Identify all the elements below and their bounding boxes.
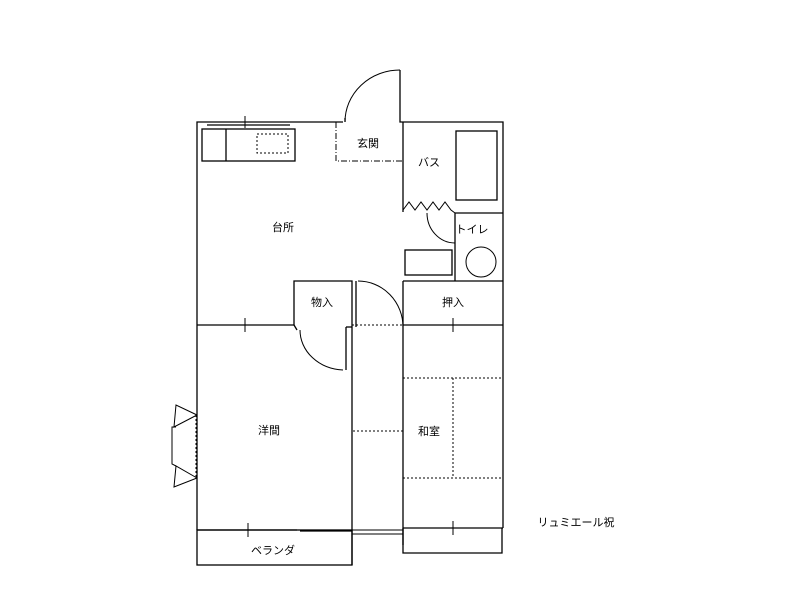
label-japanese-room: 和室 bbox=[418, 425, 440, 438]
caption: リュミエール祝 bbox=[537, 516, 615, 529]
entrance-door-swing bbox=[344, 69, 401, 123]
label-veranda: ベランダ bbox=[251, 544, 295, 557]
label-storage: 物入 bbox=[311, 296, 333, 309]
washbasin bbox=[404, 249, 453, 276]
toilet-door-swing bbox=[426, 212, 456, 244]
label-kitchen: 台所 bbox=[272, 221, 294, 234]
storage-door-swing bbox=[299, 329, 344, 371]
casement-window bbox=[171, 404, 198, 488]
hall-door-swing bbox=[357, 280, 404, 328]
label-toilet: トイレ bbox=[455, 223, 489, 236]
label-western-room: 洋間 bbox=[258, 424, 280, 437]
walls bbox=[196, 70, 504, 565]
label-bath: バス bbox=[418, 156, 440, 169]
balcony-area bbox=[402, 528, 503, 554]
label-genkan: 玄関 bbox=[357, 137, 379, 150]
bath-folding-door bbox=[402, 201, 456, 214]
genkan-boundary bbox=[335, 122, 403, 162]
kitchen-counter bbox=[201, 128, 296, 162]
veranda-area bbox=[196, 529, 353, 566]
label-closet: 押入 bbox=[442, 296, 464, 309]
dimension-ticks bbox=[235, 116, 463, 537]
tatami-lines bbox=[403, 377, 503, 479]
toilet-bowl bbox=[465, 246, 497, 278]
bathtub bbox=[455, 130, 498, 201]
